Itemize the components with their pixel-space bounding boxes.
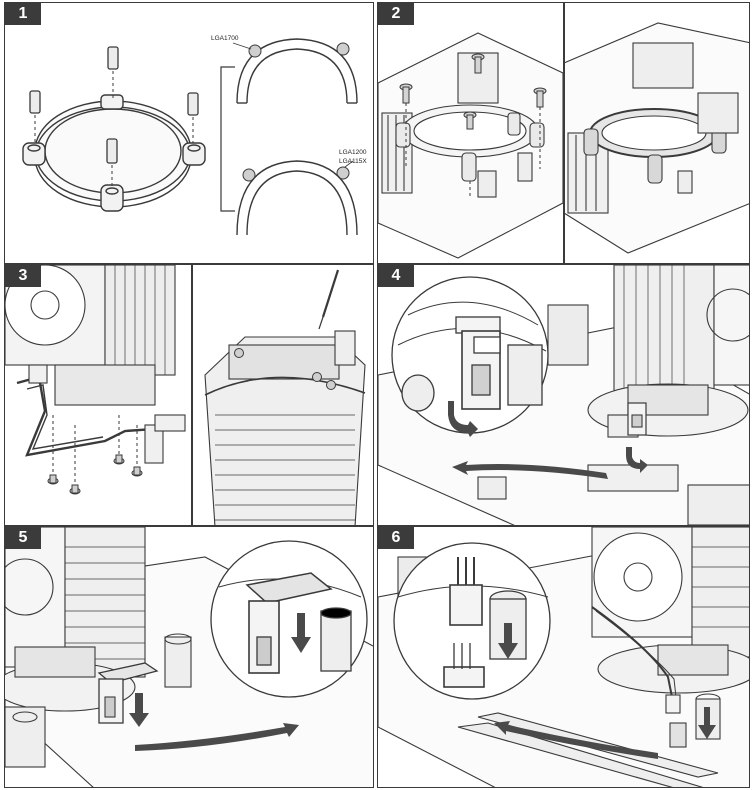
standoff-icons: [29, 46, 199, 164]
step-5-panel: 5: [4, 526, 374, 788]
step-4-panel: 4: [377, 264, 750, 526]
step-3-panel: 3: [4, 264, 374, 526]
screw-icon: [234, 348, 336, 390]
socket-label-lga115x: LGA115X: [339, 158, 367, 165]
arrow-icon: [448, 401, 648, 479]
mounting-ring-diagram: [22, 38, 358, 236]
screw-icon: [47, 454, 143, 495]
screw-icon: [242, 42, 350, 182]
attach-brackets-diagram: [5, 265, 366, 525]
socket-label-lga1200: LGA1200: [339, 149, 367, 156]
step-2-panel: 2: [377, 2, 750, 264]
step-3-badge: 3: [5, 265, 41, 287]
arrow-icon: [129, 613, 311, 751]
step-1-badge: 1: [5, 3, 41, 25]
step-2-badge: 2: [378, 3, 414, 25]
step-4-badge: 4: [378, 265, 414, 287]
socket-label-lga1700: LGA1700: [211, 35, 239, 42]
screw-icon: [399, 53, 547, 130]
clip-bracket-diagram: [378, 265, 749, 525]
press-clip-diagram: [5, 527, 373, 787]
fan-connector-icon: [443, 557, 485, 688]
step-6-panel: 6: [377, 526, 750, 788]
step-5-badge: 5: [5, 527, 41, 549]
step-1-panel: 1: [4, 2, 374, 264]
install-ring-on-board-diagram: [378, 22, 749, 259]
arrow-icon: [494, 623, 716, 759]
screwdriver-icon: [318, 269, 340, 330]
step-6-badge: 6: [378, 527, 414, 549]
connect-fan-cable-diagram: [378, 527, 749, 787]
